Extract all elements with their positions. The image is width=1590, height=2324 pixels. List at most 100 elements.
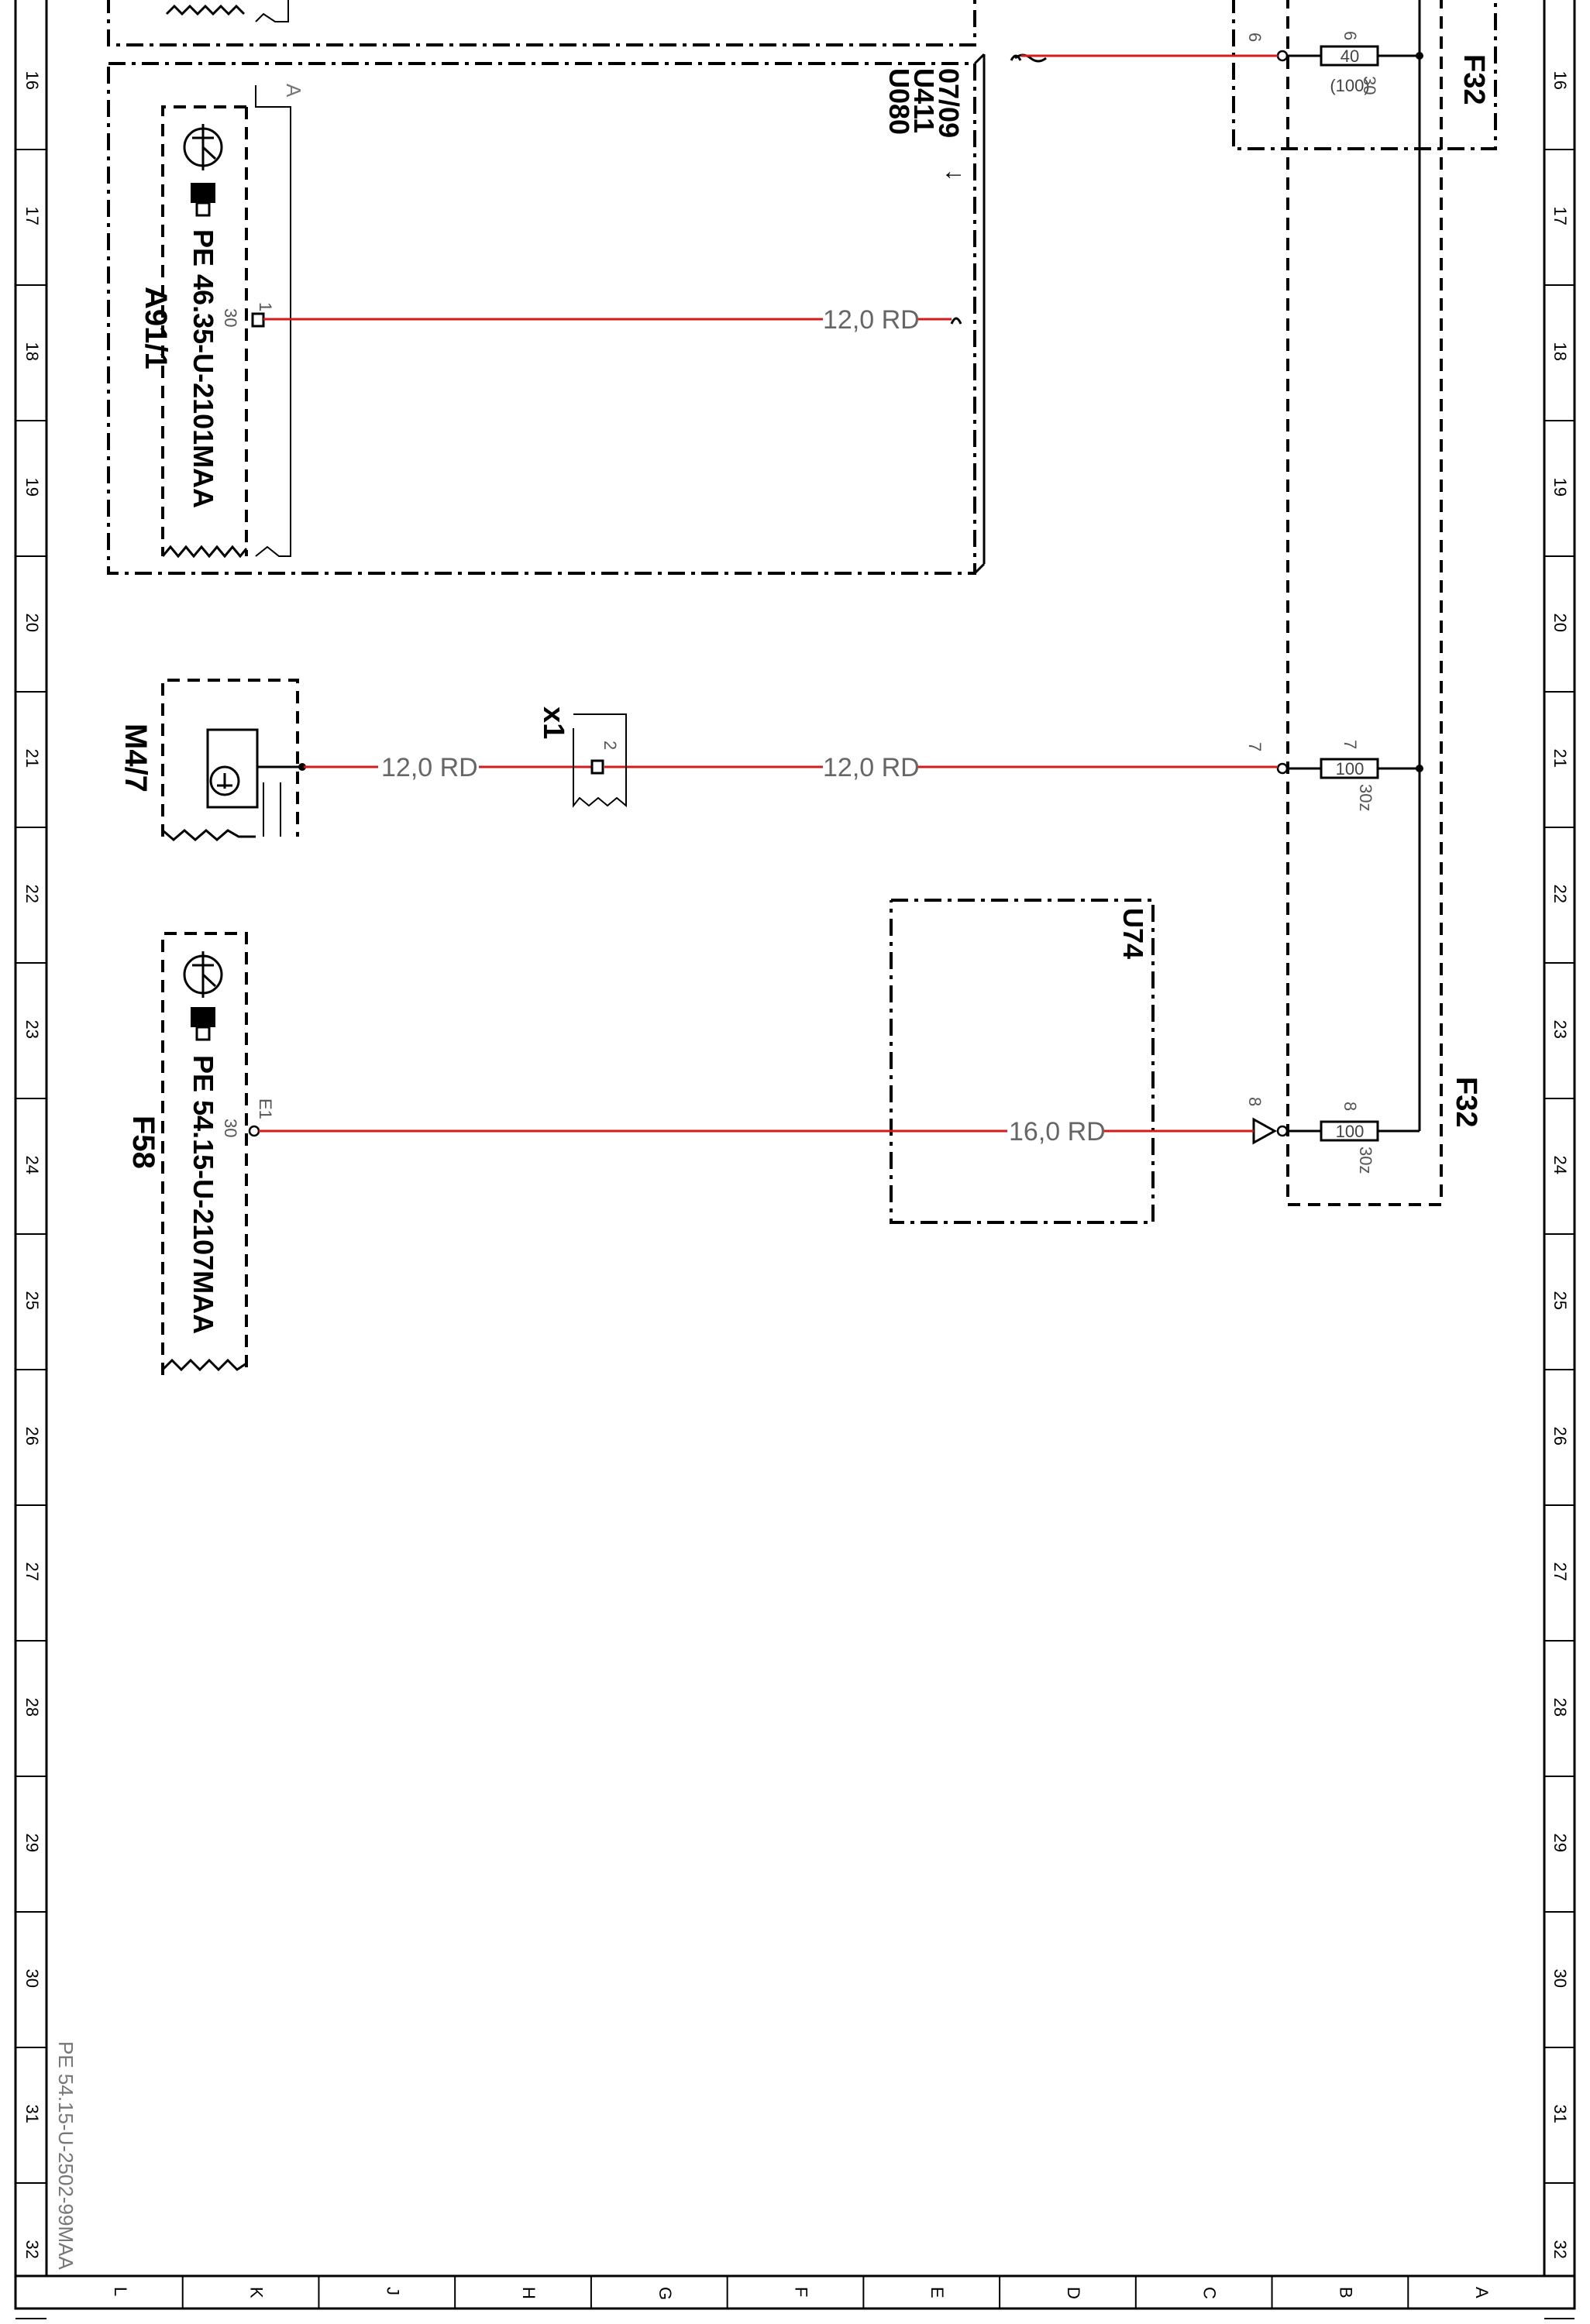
a91-name: A91/1	[139, 287, 173, 370]
row-number-right: 22	[1550, 885, 1570, 903]
u74-box: U74	[890, 899, 1155, 1224]
a91-container: 07/09 U411 U080 ↓ A PE 46.35-U-2101MAA	[107, 53, 1047, 575]
row-number-right: 30	[1550, 1969, 1570, 1988]
m47-module: M4/7	[119, 679, 306, 841]
row-number-right: 31	[1550, 2105, 1570, 2123]
row-number-right: 24	[1550, 1156, 1570, 1174]
wire-a91-label: 12,0 RD	[823, 305, 920, 335]
fuse-block-label-top: F32	[1458, 54, 1490, 105]
fuse-6-value: 40	[1340, 46, 1359, 66]
row-number-left: 26	[22, 1427, 42, 1446]
fuse-8-top-pin: 8	[1340, 1102, 1360, 1111]
wire-m47-right-label: 12,0 RD	[823, 753, 920, 782]
fuse-6-side: 30	[1360, 76, 1379, 95]
row-number-left: 30	[22, 1969, 42, 1988]
row-number-left: 25	[22, 1291, 42, 1310]
row-number-right: 28	[1550, 1698, 1570, 1717]
row-number-left: 31	[22, 2105, 42, 2123]
column-letter: L	[111, 2287, 130, 2296]
wire-a91: 12,0 RD	[263, 305, 962, 335]
transistor-icon	[183, 124, 223, 170]
u74-name: U74	[1117, 908, 1149, 959]
row-number-right: 29	[1550, 1834, 1570, 1852]
row-number-right: 18	[1550, 342, 1570, 361]
crossref-arrow-icon: ↓	[941, 169, 969, 181]
row-number-left: 17	[22, 207, 42, 225]
crossref-block: 07/09 U411 U080 ↓	[883, 68, 969, 181]
crossref-line-2: U411	[908, 68, 940, 133]
row-number-right: 21	[1550, 749, 1570, 768]
f58-name: F58	[126, 1116, 160, 1169]
row-number-right: 26	[1550, 1427, 1570, 1446]
f58-pin-top: E1	[256, 1098, 275, 1119]
fuse-6-pin: 6	[1245, 33, 1265, 42]
row-number-left: 27	[22, 1563, 42, 1581]
fuse-block-label-bottom: F32	[1450, 1077, 1482, 1127]
wire-m47: 12,0 RD 12,0 RD	[304, 753, 1278, 782]
wire-fuse6	[1010, 54, 1278, 61]
f58-module: PE 54.15-U-2107MAA F58 E1 30	[126, 932, 275, 1375]
f58-reference: PE 54.15-U-2107MAA	[188, 1055, 219, 1334]
row-number-left: 32	[22, 2240, 42, 2259]
row-number-right: 32	[1550, 2240, 1570, 2259]
a91-pin-side: 30	[221, 308, 240, 327]
fuse-7-pin: 7	[1245, 742, 1265, 751]
column-letter: H	[519, 2287, 539, 2299]
motor-icon	[209, 765, 240, 796]
fuse-7-top-pin: 7	[1340, 740, 1360, 749]
x1-name: x1	[537, 706, 570, 739]
drawing-id: PE 54.15-U-2502-99MAA	[54, 2041, 77, 2270]
row-number-left: 28	[22, 1698, 42, 1717]
fuse-7: 100 7 7 30z	[1245, 740, 1420, 811]
pointing-hand-icon	[191, 183, 215, 217]
crossref-line-3: U080	[883, 68, 915, 135]
row-number-right: 25	[1550, 1291, 1570, 1310]
row-number-right: 19	[1550, 478, 1570, 497]
fuse-block-f32: F32 F32 40 (100) 6 6 30 100 7 7 30z	[1232, 0, 1497, 1206]
wire-f58: 16,0 RD	[259, 1117, 1254, 1147]
row-number-right: 17	[1550, 207, 1570, 225]
top-component-box	[107, 0, 976, 46]
column-letter: E	[928, 2287, 947, 2298]
fuse-6-top-pin: 6	[1340, 31, 1360, 40]
row-number-right: 23	[1550, 1020, 1570, 1039]
sheet-frame	[14, 0, 1576, 2310]
row-number-left: 29	[22, 1834, 42, 1852]
fuse-8-value: 100	[1336, 1122, 1365, 1141]
row-number-left: 22	[22, 885, 42, 903]
a91-reference: PE 46.35-U-2101MAA	[188, 229, 219, 508]
row-number-right: 16	[1550, 71, 1570, 90]
fuse-8: 100 8 8 30z	[1245, 1097, 1420, 1174]
fuse-6-value2: (100)	[1330, 76, 1369, 95]
fuse-8-pin: 8	[1245, 1097, 1265, 1106]
x1-connector: 2 x1	[537, 706, 627, 808]
x1-pin: 2	[601, 741, 620, 750]
wire-m47-left-label: 12,0 RD	[381, 753, 478, 782]
column-letter: D	[1064, 2287, 1083, 2299]
row-number-left: 21	[22, 749, 42, 768]
crossref-line-1: 07/09	[933, 68, 965, 138]
row-number-left: 19	[22, 478, 42, 497]
column-letter: J	[383, 2287, 402, 2295]
column-letter: K	[247, 2287, 267, 2298]
fuse-7-value: 100	[1336, 759, 1365, 779]
m47-name: M4/7	[119, 724, 153, 792]
row-number-right: 20	[1550, 614, 1570, 632]
fuse-8-side: 30z	[1356, 1147, 1375, 1174]
column-letter: F	[792, 2287, 811, 2297]
row-number-left: 23	[22, 1020, 42, 1039]
row-number-left: 16	[22, 71, 42, 90]
transistor-icon	[183, 951, 223, 998]
f58-pin-side: 30	[221, 1119, 240, 1137]
column-letter: C	[1200, 2287, 1220, 2299]
column-letter: B	[1336, 2287, 1355, 2298]
a91-module: A PE 46.35-U-2101MAA A91/1 1 30	[139, 84, 305, 559]
wire-f58-label: 16,0 RD	[1009, 1117, 1106, 1147]
column-letter: A	[1472, 2287, 1492, 2298]
row-number-left: 24	[22, 1156, 42, 1174]
a91-corner-label: A	[282, 84, 305, 98]
fuse-6: 40 (100) 6 6 30	[1245, 31, 1420, 95]
fuse-7-side: 30z	[1356, 784, 1375, 811]
